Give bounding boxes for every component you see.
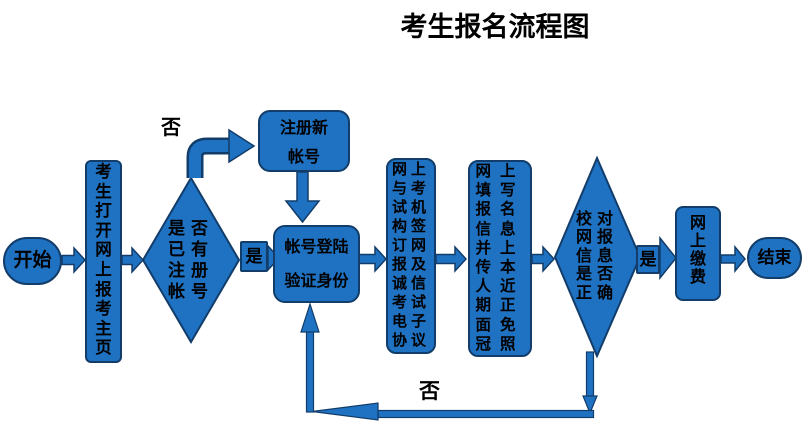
sign-agreement-node: 网上 与考 试机 构签 订网 报及 诚信 考试 电子 协议: [386, 158, 436, 354]
verify-info-decision-text: 校对 网报 信息 是否 正确: [575, 211, 618, 302]
has-account-decision-text: 是否 已有 注册 帐号: [168, 219, 214, 301]
arrow-register-to-login: [284, 171, 321, 224]
feedback-down-line: [585, 351, 595, 399]
feedback-left-head: [311, 402, 379, 421]
page-title: 考生报名流程图: [400, 12, 590, 42]
no-branch-label-loop-back: 否: [419, 380, 440, 403]
feedback-up-head: [300, 302, 320, 333]
verify-info-diamond: [553, 155, 642, 359]
account-login-verify-node: 帐号登陆 验证身份: [273, 225, 360, 303]
pay-online-node: 网 上 缴 费: [675, 206, 721, 301]
feedback-bottom-line: [377, 409, 595, 419]
arrow-fill-info-to-verify: [531, 245, 556, 273]
feedback-up-line: [305, 329, 315, 413]
open-registration-page-node: 考 生 打 开 网 上 报 考 主 页: [85, 160, 122, 363]
feedback-down-head: [582, 395, 598, 415]
register-new-account-node: 注册新 帐号: [258, 110, 350, 172]
arrow-pay-to-end: [720, 244, 746, 274]
yes-branch-label-pay: 是: [636, 245, 660, 274]
arrow-yes-to-pay-head: [659, 235, 677, 281]
end-node: 结束: [747, 237, 802, 279]
yes-branch-label-login: 是: [240, 241, 268, 272]
arrow-start-to-open-page: [61, 246, 87, 274]
arrow-login-to-agreement: [357, 245, 388, 273]
start-node: 开始: [3, 237, 62, 285]
arrow-agreement-to-fill-info: [435, 245, 468, 273]
fill-info-upload-photo-node: 网上 填写 报名 信息 并上 传本 人近 期正 面免 冠照: [468, 160, 532, 357]
arrow-no-to-register-head: [228, 128, 256, 164]
no-branch-label-register: 否: [161, 117, 181, 139]
arrow-open-page-to-has-account: [121, 246, 145, 274]
arrow-no-to-register: [189, 140, 230, 178]
has-account-diamond: [141, 176, 241, 344]
